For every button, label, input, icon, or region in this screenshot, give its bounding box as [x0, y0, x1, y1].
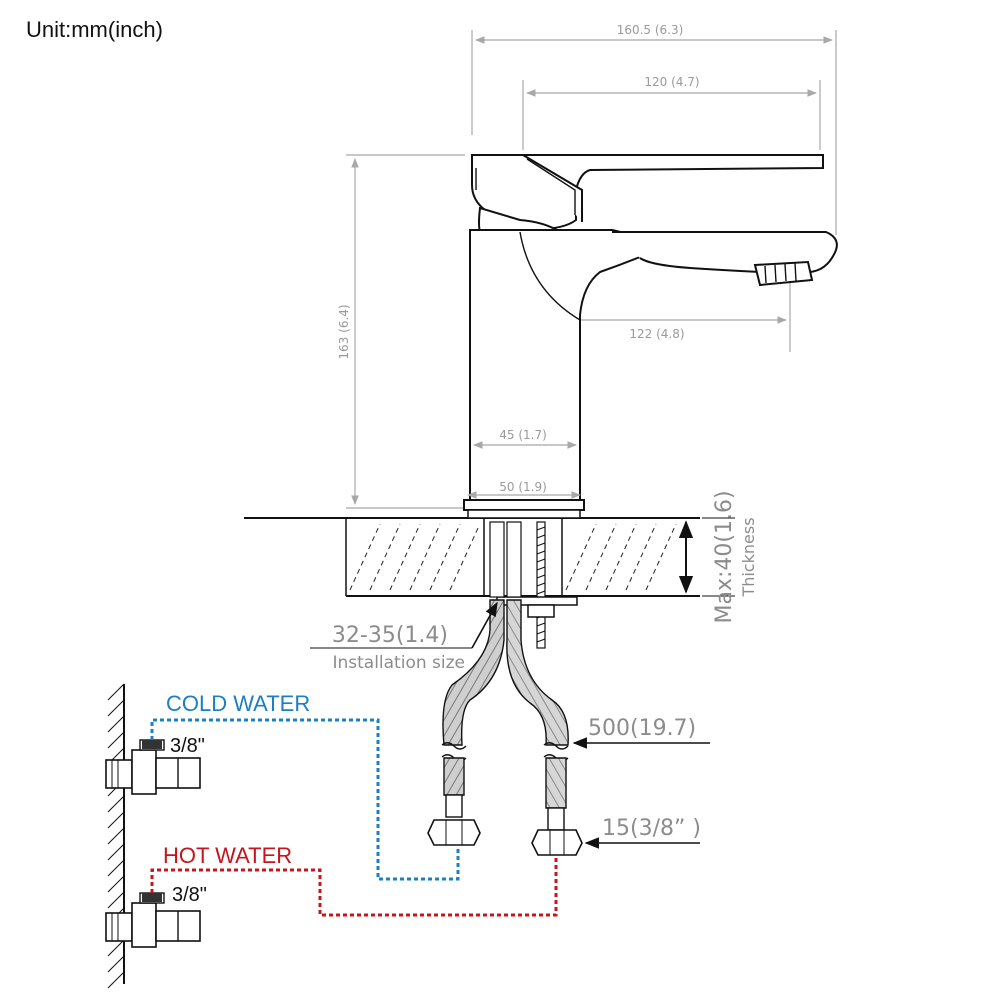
dimension-thickness: Max:40(1.6) Thickness — [678, 490, 758, 624]
unit-label: Unit:mm(inch) — [26, 17, 163, 42]
cold-water-valve: 3/8" — [105, 735, 205, 795]
height-label: 163 (6.4) — [337, 304, 351, 359]
installation-size-callout: 32-35(1.4) Installation size — [310, 601, 498, 673]
hot-valve-size-label: 3/8" — [172, 884, 207, 906]
hot-water-label: HOT WATER — [163, 843, 292, 868]
faucet-drawing — [463, 154, 838, 511]
hot-water-valve: 3/8" — [105, 884, 207, 948]
countertop — [244, 509, 700, 597]
installation-hole-label: 32-35(1.4) — [332, 623, 448, 648]
dimension-total-width: 160.5 (6.3) — [471, 23, 837, 235]
installation-caption: Installation size — [332, 653, 465, 673]
wall — [107, 683, 125, 989]
hot-water-line: HOT WATER — [150, 843, 558, 917]
supply-hoses — [427, 521, 583, 856]
base-width-label: 50 (1.9) — [499, 480, 547, 494]
thickness-caption: Thickness — [739, 517, 758, 597]
cold-valve-size-label: 3/8" — [170, 735, 205, 757]
cold-water-label: COLD WATER — [166, 691, 310, 716]
spout-reach-label: 122 (4.8) — [629, 327, 684, 341]
total-width-label: 160.5 (6.3) — [617, 23, 684, 37]
connector-callout: 15(3/8” ) — [584, 816, 701, 849]
hose-length-callout: 500(19.7) — [572, 716, 710, 749]
handle-length-label: 120 (4.7) — [644, 75, 699, 89]
cold-water-line: COLD WATER — [150, 691, 460, 881]
dimension-base-width: 50 (1.9) — [467, 480, 581, 499]
hose-length-label: 500(19.7) — [588, 716, 696, 741]
connector-size-label: 15(3/8” ) — [602, 816, 701, 841]
dimension-handle-length: 120 (4.7) — [522, 75, 821, 150]
dimension-height: 163 (6.4) — [337, 154, 465, 509]
body-width-label: 45 (1.7) — [499, 428, 547, 442]
max-thickness-label: Max:40(1.6) — [712, 490, 737, 623]
dimension-body-width: 45 (1.7) — [473, 428, 577, 449]
